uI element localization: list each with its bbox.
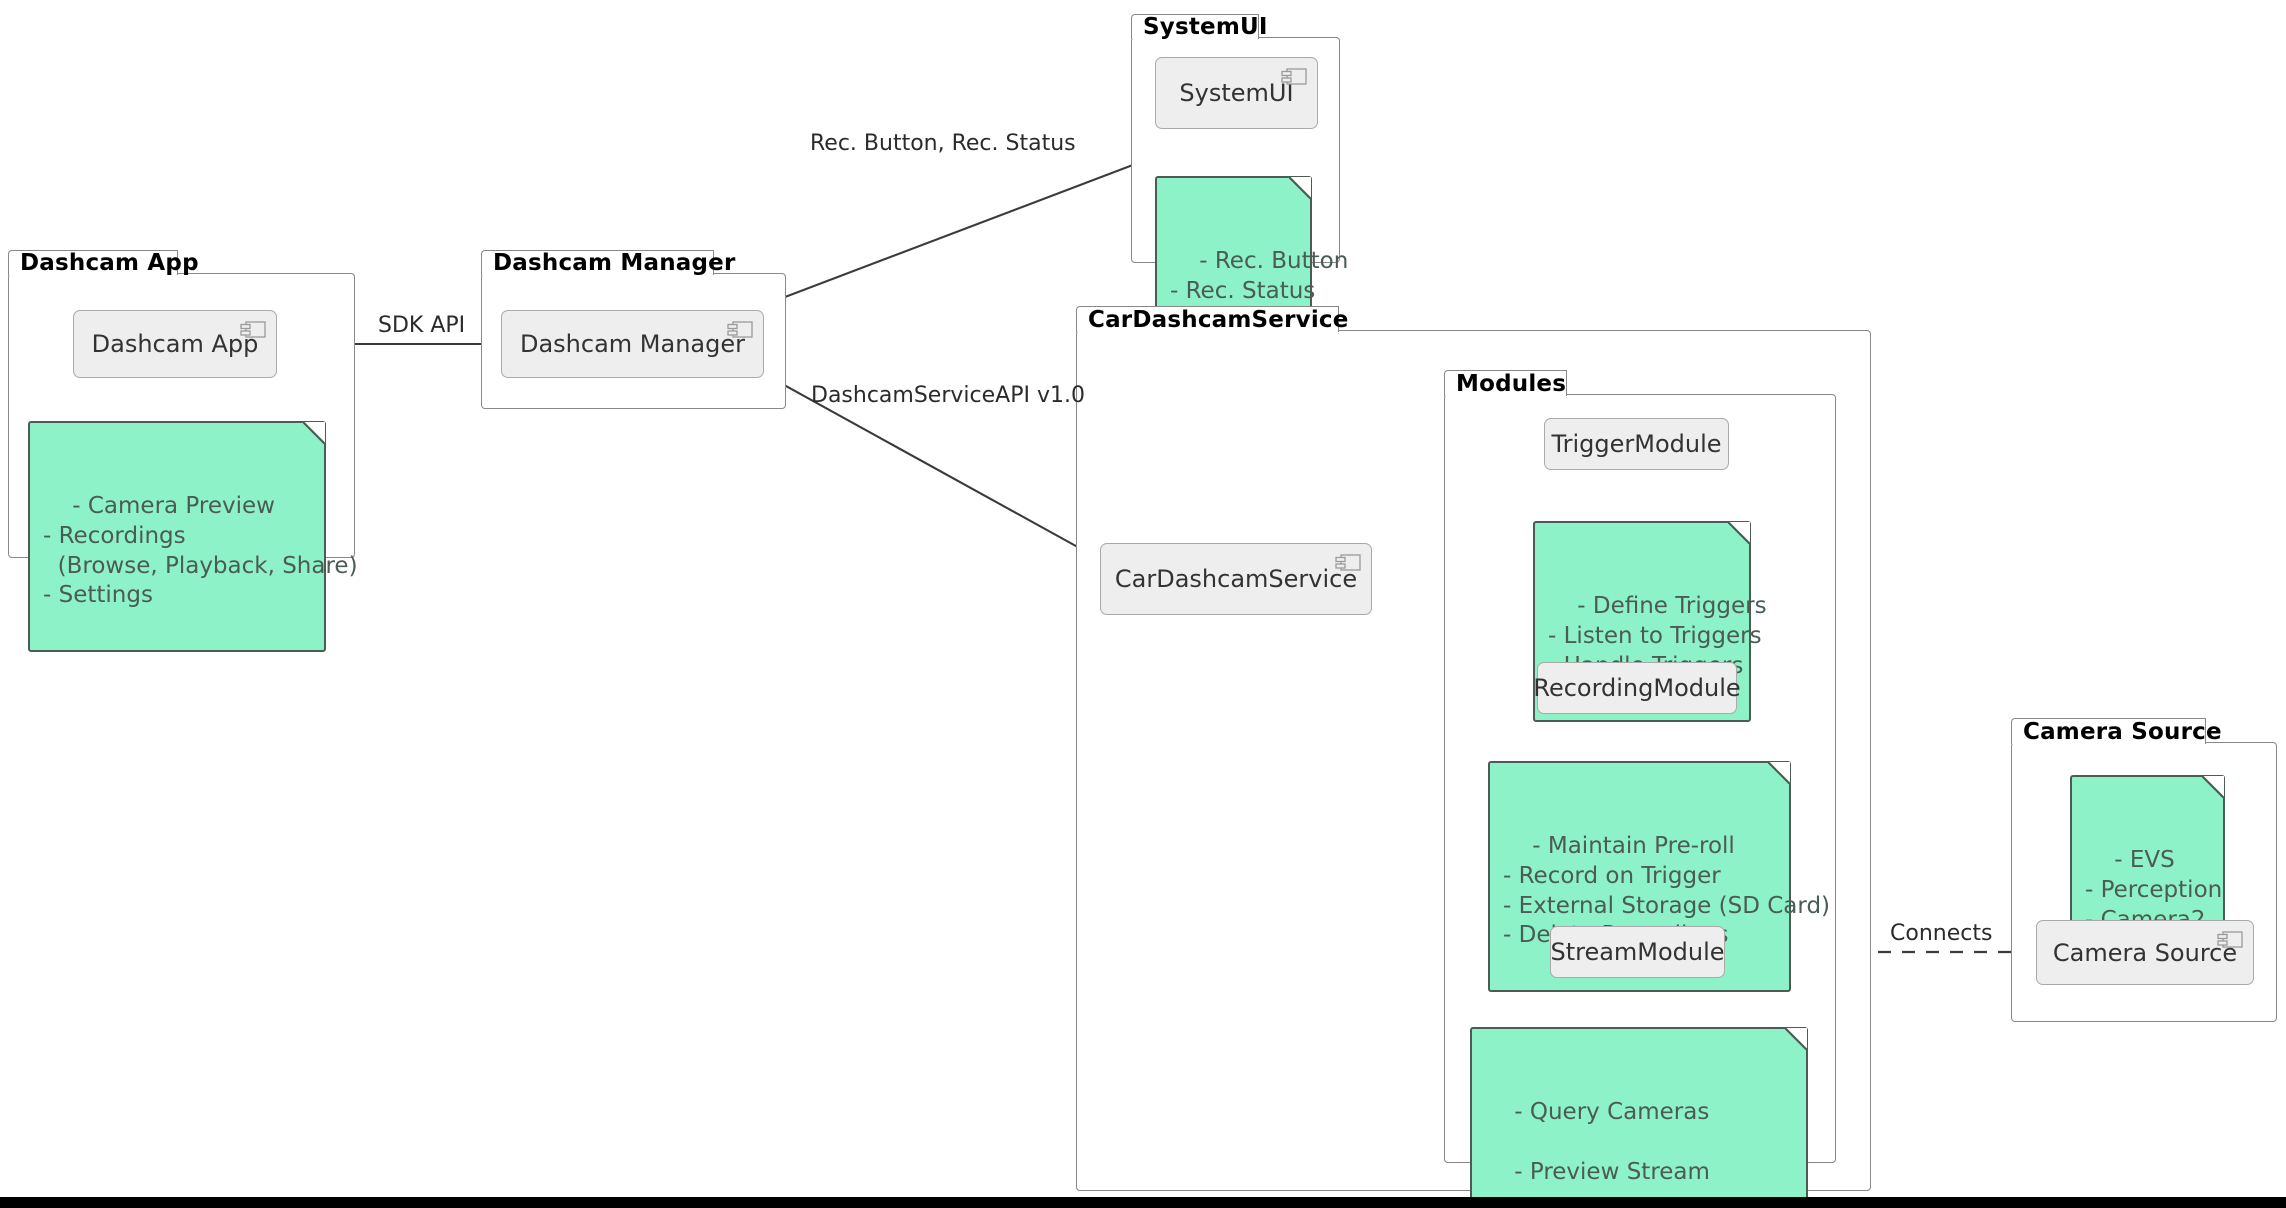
note-fold-corner-icon — [1768, 762, 1790, 784]
note-fold-corner-icon — [1728, 522, 1750, 544]
note-camera-source-text: - EVS - Perception - Camera2 — [2085, 846, 2223, 933]
component-dashcam-app-label: Dashcam App — [91, 330, 259, 358]
component-stream-module-label: StreamModule — [1550, 938, 1725, 966]
component-systemui-label: SystemUI — [1179, 79, 1294, 107]
package-modules-label: Modules — [1456, 370, 1567, 397]
component-recording-module[interactable]: RecordingModule — [1533, 662, 1741, 714]
edge-label-sdk-api: SDK API — [378, 313, 466, 338]
component-cardashcamservice[interactable]: CarDashcamService — [1100, 543, 1372, 615]
note-systemui-text: - Rec. Button - Rec. Status — [1170, 247, 1349, 304]
package-cardashcamservice-tab: CarDashcamService — [1076, 306, 1348, 333]
component-stereotype-icon — [2217, 931, 2243, 948]
note-fold-corner-icon — [2202, 776, 2224, 798]
edge-rec-button-status — [734, 159, 1147, 317]
component-camera-source-label: Camera Source — [2052, 938, 2238, 967]
note-stream-module-line-1: - Query Cameras — [1514, 1098, 1710, 1125]
component-dashcam-app[interactable]: Dashcam App — [73, 310, 277, 378]
component-dashcam-manager[interactable]: Dashcam Manager — [501, 310, 764, 378]
component-stereotype-icon — [1281, 68, 1307, 85]
component-stereotype-icon — [240, 321, 266, 338]
package-dashcam-app-tab: Dashcam App — [8, 250, 199, 276]
package-camera-source-label: Camera Source — [2023, 718, 2222, 745]
note-fold-corner-icon — [1289, 177, 1311, 199]
package-systemui-tab: SystemUI — [1131, 14, 1267, 40]
component-dashcam-manager-label: Dashcam Manager — [519, 330, 745, 358]
package-modules-tab: Modules — [1444, 370, 1567, 397]
component-stereotype-icon — [727, 321, 753, 338]
note-fold-corner-icon — [1785, 1028, 1807, 1050]
note-stream-module-line-2: - Preview Stream — [1514, 1158, 1710, 1185]
component-camera-source[interactable]: Camera Source — [2036, 920, 2254, 985]
edge-label-rec-button-status: Rec. Button, Rec. Status — [810, 131, 1076, 156]
package-cardashcamservice-label: CarDashcamService — [1088, 306, 1349, 333]
edge-dashcamserviceapi — [765, 374, 1095, 557]
note-stream-module: - Query Cameras - Preview Stream - Snaps… — [1470, 1027, 1808, 1208]
package-systemui-label: SystemUI — [1143, 14, 1268, 40]
component-trigger-module-label: TriggerModule — [1551, 430, 1722, 458]
component-stereotype-icon — [1335, 554, 1361, 571]
component-systemui[interactable]: SystemUI — [1155, 57, 1318, 129]
note-dashcam-app-text: - Camera Preview - Recordings (Browse, P… — [43, 492, 358, 609]
component-recording-module-label: RecordingModule — [1533, 674, 1741, 702]
bottom-edge-bar — [0, 1197, 2286, 1208]
package-dashcam-app-label: Dashcam App — [20, 250, 199, 276]
component-cardashcamservice-label: CarDashcamService — [1114, 565, 1358, 593]
edge-label-connects: Connects — [1890, 921, 1993, 946]
component-stream-module[interactable]: StreamModule — [1550, 926, 1725, 978]
package-dashcam-manager-label: Dashcam Manager — [493, 250, 736, 276]
package-camera-source-tab: Camera Source — [2011, 718, 2222, 745]
component-trigger-module[interactable]: TriggerModule — [1544, 418, 1729, 470]
note-fold-corner-icon — [303, 422, 325, 444]
note-dashcam-app: - Camera Preview - Recordings (Browse, P… — [28, 421, 358, 653]
edge-label-dashcamserviceapi: DashcamServiceAPI v1.0 — [811, 383, 1085, 408]
package-dashcam-manager-tab: Dashcam Manager — [481, 250, 735, 276]
